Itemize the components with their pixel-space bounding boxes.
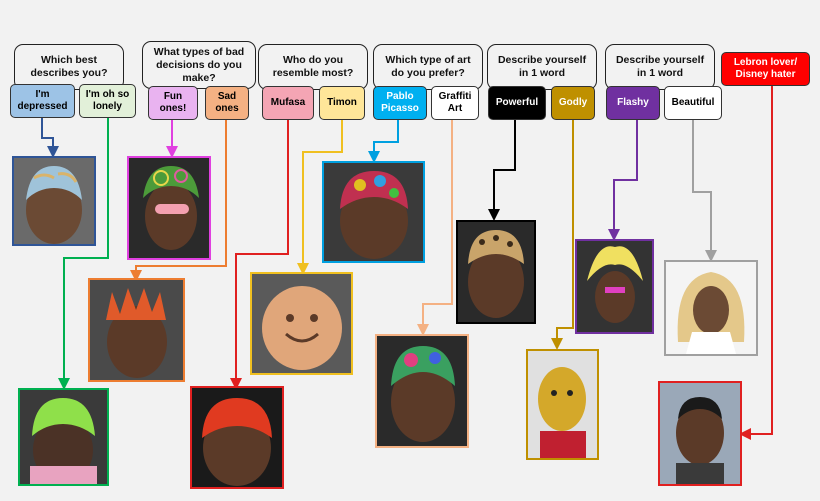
line-graffiti	[417, 120, 453, 336]
answer-graffiti[interactable]: Graffiti Art	[431, 86, 479, 120]
answer-powerful[interactable]: Powerful	[488, 86, 546, 120]
answer-timon[interactable]: Timon	[319, 86, 365, 120]
photo-painted-face	[526, 349, 599, 460]
answer-lebron[interactable]: Lebron lover/ Disney hater	[721, 52, 810, 86]
line-depressed	[41, 118, 59, 158]
photo-lebron	[658, 381, 742, 486]
answer-beautiful[interactable]: Beautiful	[664, 86, 722, 120]
photo-red-hair	[190, 386, 284, 489]
photo-leopard-hair	[456, 220, 536, 324]
answer-depressed[interactable]: I'm depressed	[10, 84, 75, 118]
question-3: Who do you resemble most?	[258, 44, 368, 90]
photo-multicolor-hair	[375, 334, 469, 448]
photo-swirl-sunglasses	[127, 156, 211, 260]
answer-flashy[interactable]: Flashy	[606, 86, 660, 120]
answer-sad[interactable]: Sad ones	[205, 86, 249, 120]
line-beautiful	[692, 120, 717, 262]
photo-feather-boa	[575, 239, 654, 334]
line-mufasa	[230, 120, 289, 390]
answer-lonely[interactable]: I'm oh so lonely	[79, 84, 136, 118]
photo-smiley-hair	[250, 272, 353, 375]
line-lonely	[58, 118, 109, 390]
question-6: Describe yourself in 1 word	[605, 44, 715, 90]
line-sad	[130, 120, 227, 282]
answer-fun[interactable]: Fun ones!	[148, 86, 198, 120]
photo-orange-spikes	[88, 278, 185, 382]
line-lebron	[739, 86, 773, 440]
line-flashy	[608, 120, 638, 241]
line-godly	[551, 120, 574, 350]
answer-picasso[interactable]: Pablo Picasso	[373, 86, 427, 120]
question-2: What types of bad decisions do you make?	[142, 41, 256, 89]
question-4: Which type of art do you prefer?	[373, 44, 483, 90]
line-powerful	[488, 120, 516, 221]
photo-blonde-wig	[664, 260, 758, 356]
photo-green-hair	[18, 388, 109, 486]
answer-mufasa[interactable]: Mufasa	[262, 86, 314, 120]
answer-godly[interactable]: Godly	[551, 86, 595, 120]
line-picasso	[368, 120, 399, 163]
question-5: Describe yourself in 1 word	[487, 44, 597, 90]
question-1: Which best describes you?	[14, 44, 124, 90]
photo-blue-hair	[12, 156, 96, 246]
line-timon	[297, 120, 343, 275]
photo-rainbow-hair	[322, 161, 425, 263]
